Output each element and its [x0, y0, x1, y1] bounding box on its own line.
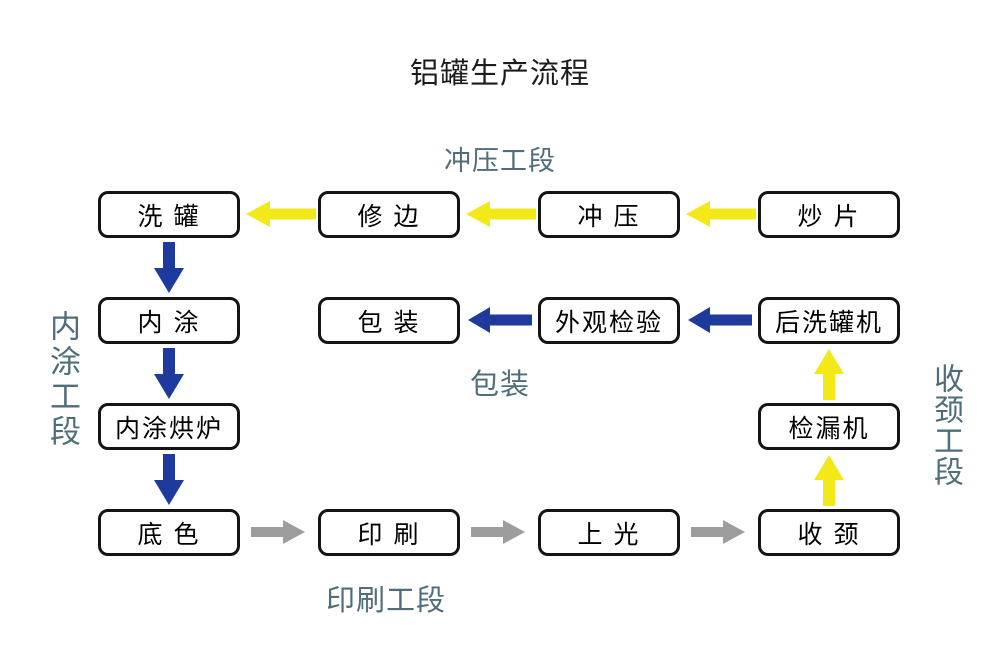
node-visual-inspection: 外观检验	[538, 297, 680, 344]
arrow-stamp-to-trim-left-icon	[466, 201, 536, 227]
arrow-base-to-print-right-icon	[251, 520, 305, 544]
section-label-necking: 收颈工段	[929, 363, 962, 487]
arrow-neck-to-leak-up-icon	[814, 455, 844, 506]
node-fry-sheet: 炒 片	[758, 191, 900, 238]
arrow-wash-to-innercoat-down-icon	[154, 242, 184, 293]
arrow-inspect-to-pack-left-icon	[468, 307, 532, 333]
node-base-color: 底 色	[98, 509, 240, 556]
node-packing: 包 装	[318, 297, 460, 344]
arrow-fry-to-stamp-left-icon	[686, 201, 756, 227]
node-post-wash-machine: 后洗罐机	[758, 297, 900, 344]
node-inner-coat: 内 涂	[98, 297, 240, 344]
node-glossing: 上 光	[538, 509, 680, 556]
arrow-trim-to-wash-left-icon	[246, 201, 316, 227]
diagram-title: 铝罐生产流程	[409, 58, 590, 90]
section-label-packing: 包装	[469, 369, 530, 401]
node-inner-coat-oven: 内涂烘炉	[98, 403, 240, 450]
arrow-oven-to-basecolor-down-icon	[154, 454, 184, 505]
node-necking: 收 颈	[758, 509, 900, 556]
node-stamping: 冲 压	[538, 191, 680, 238]
arrow-innercoat-to-oven-down-icon	[154, 348, 184, 399]
section-label-printing: 印刷工段	[326, 585, 447, 617]
arrow-postwash-to-inspect-left-icon	[688, 307, 752, 333]
node-leak-detector: 检漏机	[758, 403, 900, 450]
section-label-inner-coating: 内涂工段	[45, 310, 80, 450]
section-label-stamping: 冲压工段	[444, 146, 556, 176]
node-wash-can: 洗 罐	[98, 191, 240, 238]
arrow-leak-to-postwash-up-icon	[814, 349, 844, 400]
arrow-gloss-to-neck-right-icon	[691, 520, 745, 544]
arrow-print-to-gloss-right-icon	[471, 520, 525, 544]
node-trim-edge: 修 边	[318, 191, 460, 238]
node-printing: 印 刷	[318, 509, 460, 556]
